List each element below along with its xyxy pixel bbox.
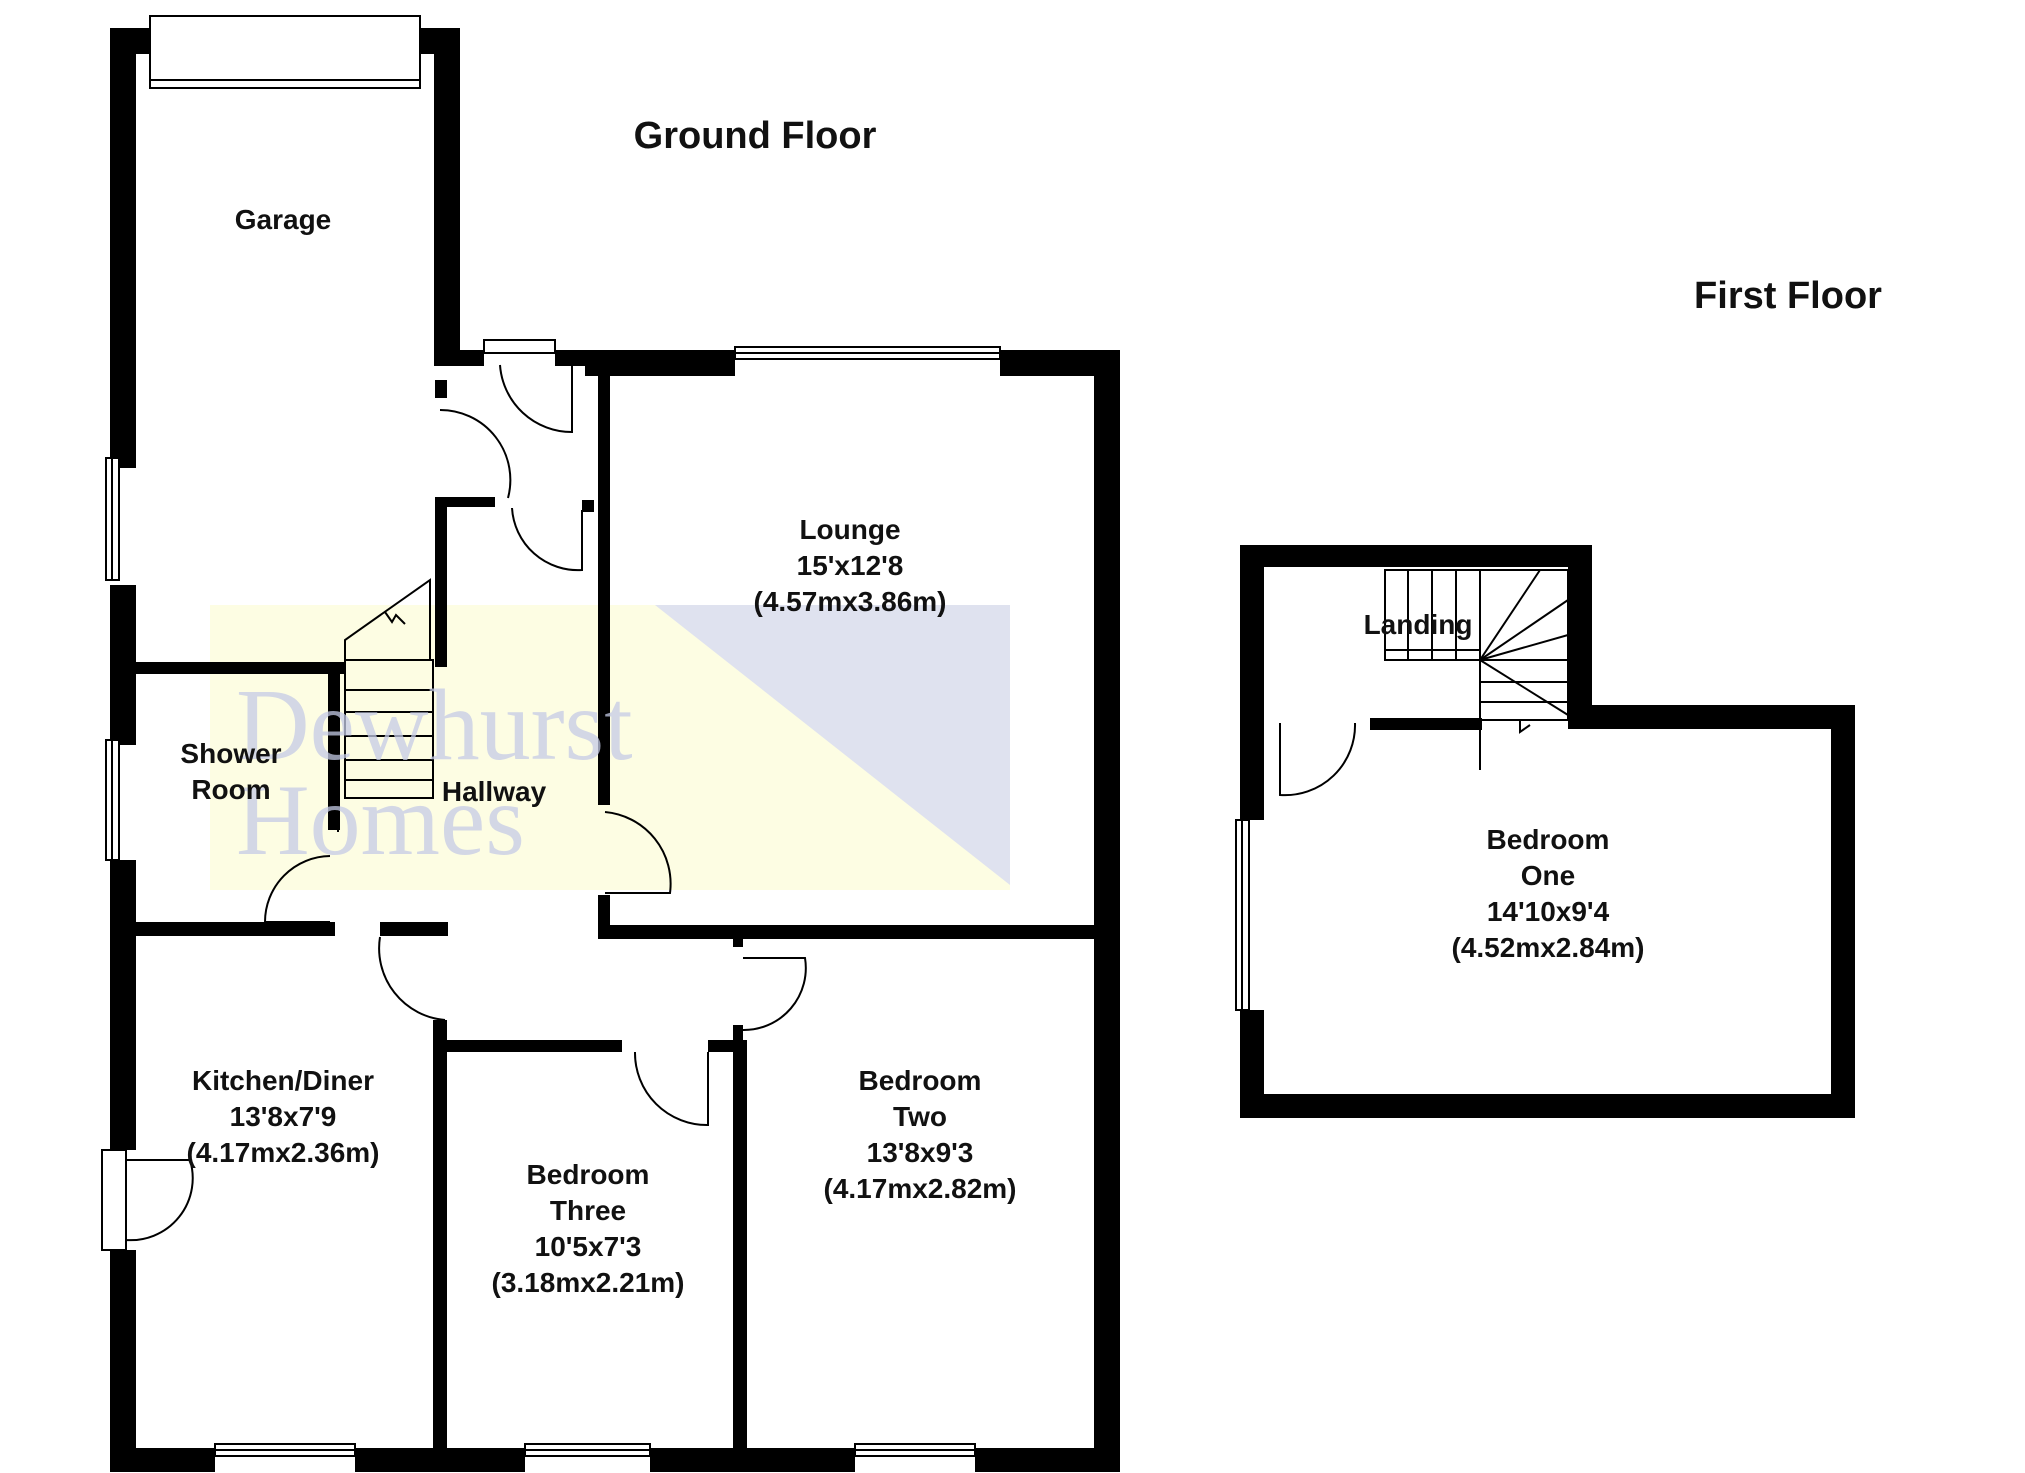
room-name: Two <box>893 1101 947 1132</box>
wall <box>328 665 340 830</box>
room-label-shower-room: Shower Room <box>180 736 281 808</box>
room-name: Kitchen/Diner <box>191 1065 375 1096</box>
wall <box>110 860 136 1150</box>
wall <box>435 497 495 507</box>
room-label-garage: Garage <box>235 202 332 238</box>
room-label-bedroom-one: Bedroom One 14'10x9'4 (4.52mx2.84m) <box>1451 822 1644 966</box>
wall <box>435 380 447 398</box>
room-label-kitchen: Kitchen/Diner 13'8x7'9 (4.17mx2.36m) <box>186 1063 379 1171</box>
room-name: Bedroom <box>858 1065 982 1096</box>
window <box>483 339 556 354</box>
room-name: Room <box>191 774 271 805</box>
room-name: Landing <box>1363 609 1473 640</box>
window <box>101 1149 127 1251</box>
room-name: Lounge <box>799 514 901 545</box>
watermark-text-line2: Homes <box>236 764 525 877</box>
room-size-metric: (3.18mx2.21m) <box>491 1267 685 1298</box>
wall <box>650 1448 855 1472</box>
room-size-metric: (4.52mx2.84m) <box>1451 932 1645 963</box>
wall <box>708 1040 733 1052</box>
room-label-bedroom-three: Bedroom Three 10'5x7'3 (3.18mx2.21m) <box>491 1157 684 1301</box>
wall <box>1568 705 1855 729</box>
room-label-lounge: Lounge 15'x12'8 (4.57mx3.86m) <box>753 512 946 620</box>
door-swing <box>263 855 331 923</box>
door-swing <box>378 936 446 1021</box>
wall <box>1370 718 1482 730</box>
door-swing <box>511 507 583 572</box>
ground-floor-doors <box>125 364 807 1242</box>
door-swing <box>439 408 512 499</box>
door-swing <box>742 957 807 1032</box>
wall <box>598 925 1108 939</box>
first-floor-stairs <box>1384 569 1569 770</box>
door-swing <box>125 1159 194 1242</box>
door-swing <box>1279 722 1357 797</box>
wall <box>433 1020 447 1450</box>
room-size-imperial: 13'8x9'3 <box>866 1137 974 1168</box>
first-floor-fixtures <box>1235 722 1357 1011</box>
room-size-imperial: 13'8x7'9 <box>229 1101 337 1132</box>
door-swing <box>604 811 672 894</box>
stair-flight <box>344 659 434 799</box>
wall <box>975 1448 1120 1472</box>
wall <box>435 497 447 667</box>
ground-floor-stairs <box>344 578 434 799</box>
door-swing <box>633 1051 709 1127</box>
watermark-text-line1: Dewhurst <box>236 669 633 782</box>
room-name: Garage <box>234 204 332 235</box>
wall <box>110 28 150 54</box>
room-label-landing: Landing <box>1364 607 1473 643</box>
wall <box>434 350 484 366</box>
door-swing <box>499 364 573 434</box>
wall <box>1568 545 1592 715</box>
room-name: Three <box>549 1195 627 1226</box>
ground-floor-windows <box>101 15 1001 1457</box>
wall <box>555 350 585 366</box>
wall <box>110 28 136 468</box>
wall <box>110 1448 215 1472</box>
wall <box>1831 705 1855 1118</box>
wall <box>380 922 448 936</box>
wall <box>447 1040 622 1052</box>
wall <box>598 370 610 805</box>
room-size-imperial: 14'10x9'4 <box>1486 896 1610 927</box>
room-size-metric: (4.57mx3.86m) <box>753 586 947 617</box>
wall <box>733 1040 747 1450</box>
room-name: Bedroom <box>526 1159 650 1190</box>
watermark-blue-triangle <box>655 605 1010 885</box>
wall <box>1240 1094 1855 1118</box>
wall <box>1240 545 1590 567</box>
room-label-hallway: Hallway <box>442 774 546 810</box>
first-floor-walls <box>1240 545 1855 1118</box>
room-name: One <box>1520 860 1576 891</box>
room-name: Shower <box>180 738 282 769</box>
room-label-bedroom-two: Bedroom Two 13'8x9'3 (4.17mx2.82m) <box>823 1063 1016 1207</box>
wall <box>582 500 594 512</box>
room-size-metric: (4.17mx2.36m) <box>186 1137 380 1168</box>
wall <box>355 1448 525 1472</box>
room-size-imperial: 10'5x7'3 <box>534 1231 642 1262</box>
wall <box>733 1025 743 1045</box>
room-name: Bedroom <box>1486 824 1610 855</box>
ground-floor-walls <box>110 28 1120 1472</box>
room-name: Hallway <box>441 776 547 807</box>
wall <box>110 662 346 674</box>
room-size-imperial: 15'x12'8 <box>796 550 904 581</box>
wall <box>110 922 335 936</box>
wall <box>1094 350 1120 1472</box>
wall <box>1240 545 1264 820</box>
first-floor-title: First Floor <box>1694 275 1882 317</box>
wall <box>434 28 460 358</box>
garage-door <box>149 15 421 89</box>
room-size-metric: (4.17mx2.82m) <box>823 1173 1017 1204</box>
ground-floor-title: Ground Floor <box>633 115 877 157</box>
wall <box>110 1250 136 1472</box>
wall <box>733 925 743 947</box>
wall <box>598 895 610 939</box>
